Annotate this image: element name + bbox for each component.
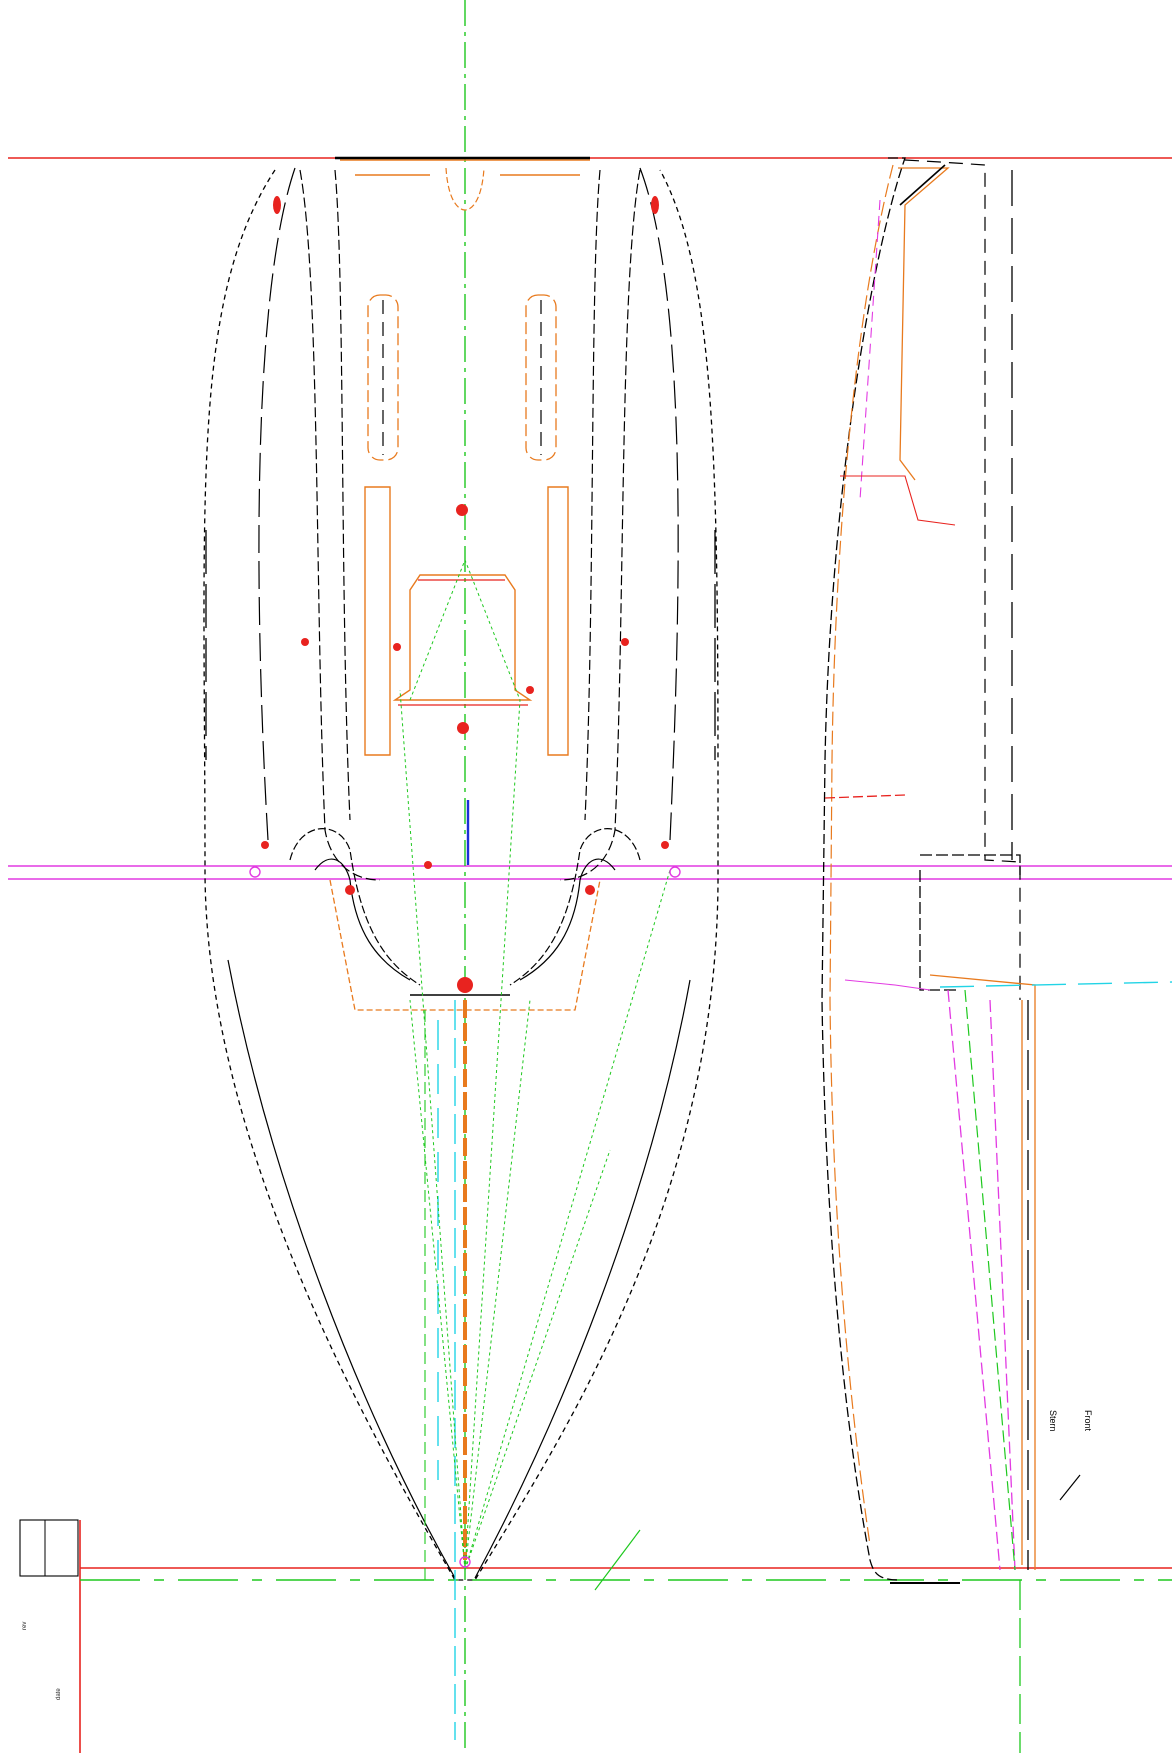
bow-deck-outline xyxy=(340,159,590,176)
profile-hull xyxy=(821,157,906,1581)
profile-cowl-black xyxy=(899,164,946,206)
fitting-mid-3 xyxy=(393,643,401,651)
fitting-mid-2 xyxy=(301,638,309,646)
profile-stern-box xyxy=(919,854,1021,991)
transom-outline xyxy=(329,879,601,1011)
annotations: Front Stern xyxy=(1048,1410,1093,1432)
magenta-markers xyxy=(249,866,681,1568)
stern-pod-right xyxy=(509,828,641,986)
profile-magenta-upper xyxy=(859,199,881,501)
title-block-line2: date xyxy=(56,1688,62,1700)
hull-inner-line-right xyxy=(639,167,679,841)
side-profile xyxy=(821,157,1172,1753)
fitting-stern-2 xyxy=(585,885,595,895)
fitting-stern-1 xyxy=(345,885,355,895)
plan-view xyxy=(203,0,719,1753)
stern-pod-left-inner xyxy=(314,858,411,981)
profile-deck xyxy=(904,159,1021,1000)
fitting-mid-4 xyxy=(621,638,629,646)
profile-cyan-line xyxy=(939,981,1172,988)
fitting-stern-3 xyxy=(457,977,473,993)
fitting-stern-5 xyxy=(661,841,669,849)
stern-pod-right-inner xyxy=(519,858,616,981)
profile-hull-orange xyxy=(829,164,894,1546)
fitting-mid-1 xyxy=(456,504,468,516)
fitting-mid-6 xyxy=(526,686,534,694)
sponson-right xyxy=(559,169,641,881)
stern-pod-left xyxy=(289,828,421,986)
marker-left xyxy=(249,866,261,878)
sponson-left-inner xyxy=(334,169,351,821)
marker-right xyxy=(669,866,681,878)
sponson-right-inner xyxy=(584,169,601,821)
marker-bottom xyxy=(459,1556,471,1568)
profile-rudder-magenta xyxy=(947,989,1016,1571)
fitting-bow-right xyxy=(651,196,659,214)
cockpit-seat xyxy=(392,574,533,701)
fitting-stern-4 xyxy=(261,841,269,849)
profile-green-vertical xyxy=(964,989,1016,1571)
title-block-line1: rev xyxy=(22,1622,28,1630)
title-block: rev date xyxy=(19,1519,79,1700)
hatch-left xyxy=(367,294,399,461)
sponson-left xyxy=(299,169,381,881)
profile-magenta-stern xyxy=(844,979,931,991)
profile-cockpit-floor xyxy=(824,794,906,799)
fitting-stern-6 xyxy=(424,861,432,869)
hull-outline xyxy=(203,169,719,1581)
profile-cockpit-cut xyxy=(840,475,956,526)
dimension-leader xyxy=(594,1529,641,1591)
fitting-bow-left xyxy=(273,196,281,214)
rear-label: Stern xyxy=(1048,1410,1058,1432)
hull-outline-solid-lower xyxy=(227,959,691,1579)
construction-lines xyxy=(399,558,671,1571)
fitting-mid-5 xyxy=(457,722,469,734)
cockpit-seat-red xyxy=(398,579,528,706)
title-block-frame xyxy=(19,1519,79,1577)
profile-cowl xyxy=(898,167,950,481)
hatch-right xyxy=(525,294,557,461)
red-fittings xyxy=(261,196,669,993)
front-label: Front xyxy=(1083,1410,1093,1432)
profile-transom xyxy=(929,974,1036,1570)
profile-front-leader xyxy=(1059,1474,1081,1501)
bow-vent xyxy=(445,167,485,211)
datum-lines xyxy=(8,157,1172,1753)
hull-inner-line-left xyxy=(258,167,296,841)
cockpit-frame xyxy=(364,486,569,756)
